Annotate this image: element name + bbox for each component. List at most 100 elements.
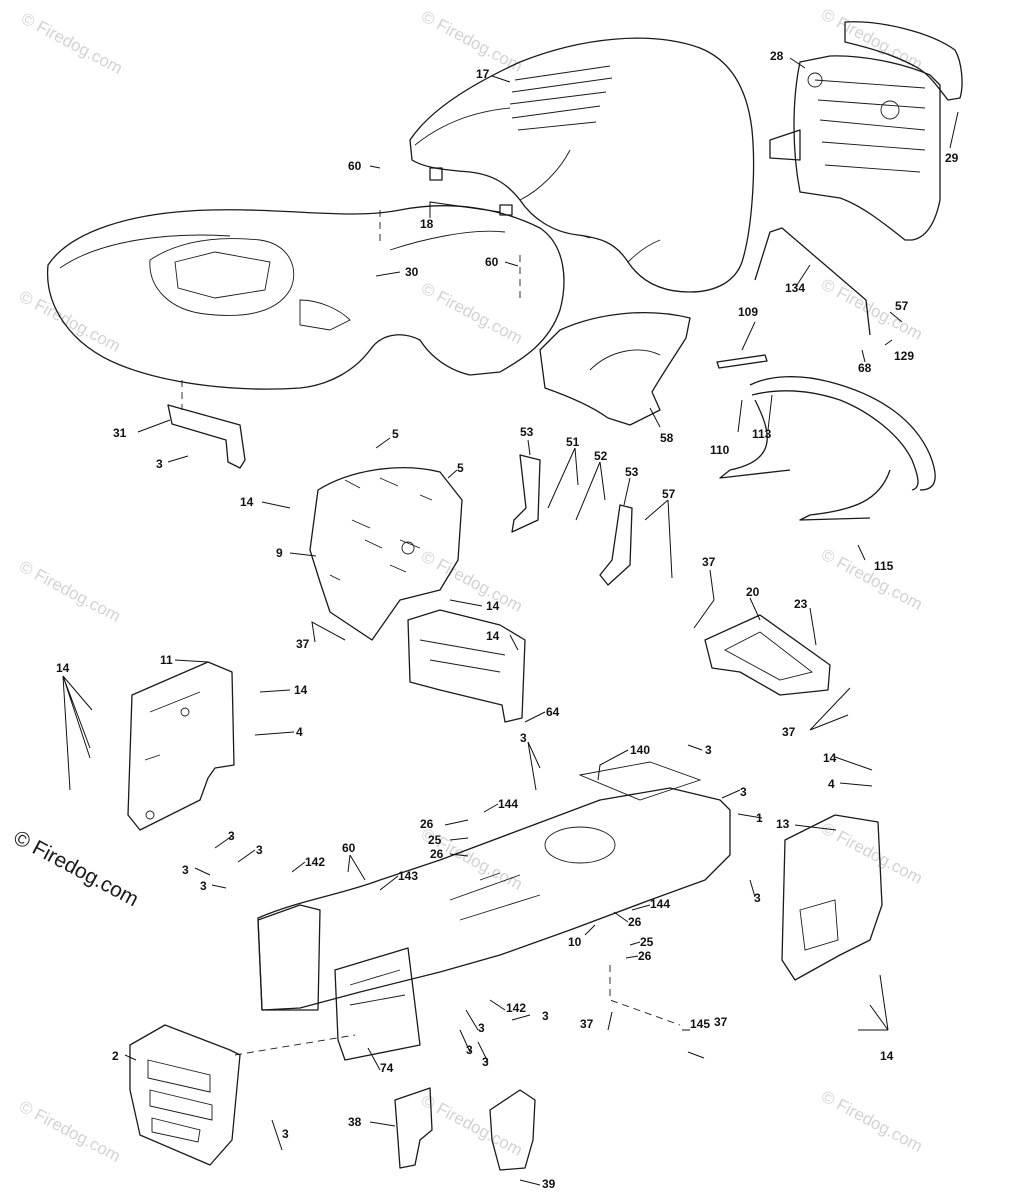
- watermark: © Firedog.com: [418, 279, 526, 348]
- watermark: © Firedog.com: [418, 1091, 526, 1160]
- callout-3: 3: [200, 879, 207, 893]
- callout-57: 57: [895, 299, 909, 313]
- callout-64: 64: [546, 705, 560, 719]
- callout-3: 3: [228, 829, 235, 843]
- mount-plate-part: [511, 454, 541, 533]
- side-panel-right-part: [781, 814, 883, 981]
- callout-113: 113: [752, 427, 772, 441]
- callout-4: 4: [296, 725, 303, 739]
- plate-142-part: [334, 947, 421, 1061]
- callout-140: 140: [630, 743, 650, 757]
- fender-part: [46, 205, 565, 390]
- parts-layer: [46, 21, 963, 1171]
- side-panel-left-part: [127, 661, 235, 831]
- callout-3: 3: [478, 1021, 485, 1035]
- callout-144: 144: [650, 897, 670, 911]
- callout-31: 31: [113, 426, 127, 440]
- grille-cap-part: [844, 21, 963, 101]
- callout-14: 14: [56, 661, 70, 675]
- callout-134: 134: [785, 281, 805, 295]
- callout-68: 68: [858, 361, 872, 375]
- callout-3: 3: [705, 743, 712, 757]
- callout-58: 58: [660, 431, 674, 445]
- callout-13: 13: [776, 817, 790, 831]
- callout-37: 37: [702, 555, 716, 569]
- callout-38: 38: [348, 1115, 362, 1129]
- grille-part: [769, 55, 941, 241]
- callout-60: 60: [485, 255, 499, 269]
- callout-4: 4: [828, 777, 835, 791]
- callout-142: 142: [506, 1001, 526, 1015]
- dash-panel-part: [309, 467, 463, 641]
- leader-lines: [62, 57, 959, 1186]
- callout-74: 74: [380, 1061, 394, 1075]
- plate-20-part: [704, 614, 831, 696]
- callout-60: 60: [342, 841, 356, 855]
- callout-51: 51: [566, 435, 580, 449]
- callout-25: 25: [428, 833, 442, 847]
- callout-39: 39: [542, 1177, 556, 1191]
- callout-30: 30: [405, 265, 419, 279]
- footrest-part: [539, 312, 691, 426]
- watermark: © Firedog.com: [16, 1097, 124, 1166]
- callout-9: 9: [276, 546, 283, 560]
- callout-144: 144: [498, 797, 518, 811]
- callout-115: 115: [874, 559, 894, 573]
- callout-5: 5: [457, 461, 464, 475]
- watermark: © Firedog.com: [16, 557, 124, 626]
- callout-14: 14: [240, 495, 254, 509]
- callout-37: 37: [580, 1017, 594, 1031]
- pin-part: [716, 354, 768, 369]
- callout-26: 26: [420, 817, 434, 831]
- callout-17: 17: [476, 67, 490, 81]
- callout-60: 60: [348, 159, 362, 173]
- callout-3: 3: [740, 785, 747, 799]
- callout-37: 37: [714, 1015, 728, 1029]
- callout-10: 10: [568, 935, 582, 949]
- callout-28: 28: [770, 49, 784, 63]
- callout-3: 3: [542, 1009, 549, 1023]
- callout-3: 3: [282, 1127, 289, 1141]
- callout-3: 3: [520, 731, 527, 745]
- bracket-39-part: [489, 1089, 536, 1171]
- callout-14: 14: [486, 599, 500, 613]
- watermark-main: © Firedog.com: [10, 826, 143, 911]
- callout-37: 37: [296, 637, 310, 651]
- rod-part: [754, 227, 871, 336]
- callout-129: 129: [894, 349, 914, 363]
- watermark-layer: © Firedog.com © Firedog.com © Firedog.co…: [10, 5, 926, 1166]
- callout-5: 5: [392, 427, 399, 441]
- callout-52: 52: [594, 449, 608, 463]
- handle-part: [719, 376, 936, 521]
- mount-plate-part: [599, 504, 633, 586]
- callout-110: 110: [710, 443, 730, 457]
- callout-3: 3: [182, 863, 189, 877]
- watermark: © Firedog.com: [818, 1087, 926, 1156]
- callout-53: 53: [520, 425, 534, 439]
- watermark: © Firedog.com: [418, 7, 526, 76]
- callout-2: 2: [112, 1049, 119, 1063]
- callout-26: 26: [430, 847, 444, 861]
- watermark: © Firedog.com: [818, 275, 926, 344]
- callout-3: 3: [754, 891, 761, 905]
- callout-26: 26: [638, 949, 652, 963]
- seat-bracket-part: [167, 404, 246, 469]
- callout-23: 23: [794, 597, 808, 611]
- watermark: © Firedog.com: [818, 819, 926, 888]
- bracket-64-part: [407, 609, 526, 723]
- callout-labels: 17 28 29 60 18 60 30 134 57 109 68 129 1…: [56, 49, 959, 1191]
- plate-2-part: [129, 1024, 241, 1166]
- callout-14: 14: [880, 1049, 894, 1063]
- callout-29: 29: [945, 151, 959, 165]
- callout-57: 57: [662, 487, 676, 501]
- callout-3: 3: [256, 843, 263, 857]
- callout-142: 142: [305, 855, 325, 869]
- callout-53: 53: [625, 465, 639, 479]
- callout-3: 3: [156, 457, 163, 471]
- callout-18: 18: [420, 217, 434, 231]
- callout-14: 14: [823, 751, 837, 765]
- callout-3: 3: [466, 1043, 473, 1057]
- callout-26: 26: [628, 915, 642, 929]
- callout-143: 143: [398, 869, 418, 883]
